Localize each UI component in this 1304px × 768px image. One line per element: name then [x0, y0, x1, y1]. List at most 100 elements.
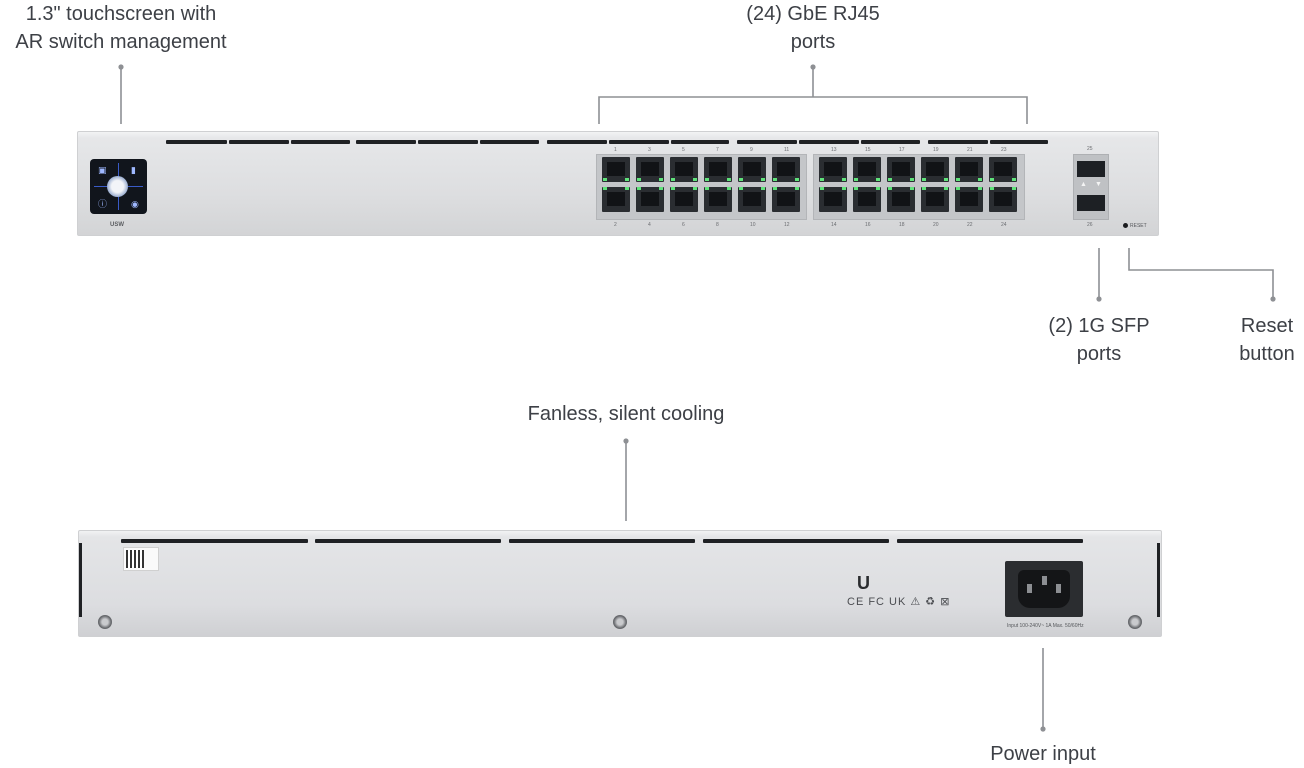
port-number-bottom: 12 — [784, 222, 790, 228]
port-number-bottom: 16 — [865, 222, 871, 228]
port-led-icon — [910, 187, 914, 190]
port-led-icon — [603, 178, 607, 181]
sfp-leader-dot — [1096, 296, 1102, 302]
rj45-port[interactable] — [670, 187, 698, 212]
rj45-port[interactable] — [921, 187, 949, 212]
port-led-icon — [978, 178, 982, 181]
port-number-bottom: 22 — [967, 222, 973, 228]
port-led-icon — [854, 178, 858, 181]
rj45-callout-line-2: ports — [790, 31, 836, 53]
sfp-arrow-icon: ▲ — [1080, 181, 1087, 188]
rj45-port[interactable] — [636, 187, 664, 212]
reset-callout-line-1: Reset — [1240, 315, 1294, 337]
power-pin — [1027, 584, 1032, 593]
power-rating-label: Input 100-240V~ 1A Max. 50/60Hz — [1007, 623, 1084, 629]
port-led-icon — [603, 187, 607, 190]
sfp-port-25[interactable] — [1077, 161, 1105, 177]
rj45-port[interactable] — [853, 187, 881, 212]
rj45-port[interactable] — [704, 187, 732, 212]
rj45-port[interactable] — [921, 157, 949, 182]
sfp-cage: ▲ ▼ — [1073, 154, 1109, 220]
port-led-icon — [773, 187, 777, 190]
port-number-bottom: 4 — [648, 222, 651, 228]
port-number-top: 13 — [831, 147, 837, 153]
port-led-icon — [727, 178, 731, 181]
sfp-port-26[interactable] — [1077, 195, 1105, 211]
rj45-port[interactable] — [819, 187, 847, 212]
front-vent — [418, 140, 478, 144]
port-number-top: 7 — [716, 147, 719, 153]
port-led-icon — [944, 187, 948, 190]
front-vent — [799, 140, 859, 144]
port-number-top: 3 — [648, 147, 651, 153]
port-led-icon — [842, 178, 846, 181]
touchscreen-display[interactable]: ▣ ▮ ⓘ ◉ — [90, 159, 147, 214]
model-label: USW — [110, 222, 124, 228]
front-vent — [609, 140, 669, 144]
port-led-icon — [659, 187, 663, 190]
sfp-number-25: 25 — [1087, 146, 1093, 152]
port-number-top: 23 — [1001, 147, 1007, 153]
rj45-port[interactable] — [772, 187, 800, 212]
port-led-icon — [637, 187, 641, 190]
settings-icon: ◉ — [131, 199, 139, 209]
rj45-port[interactable] — [738, 157, 766, 182]
rj45-port[interactable] — [887, 157, 915, 182]
touchscreen-leader-dot — [118, 64, 124, 70]
port-number-bottom: 20 — [933, 222, 939, 228]
rj45-port[interactable] — [636, 157, 664, 182]
rj45-bracket — [598, 96, 1028, 124]
port-led-icon — [739, 187, 743, 190]
front-vent — [480, 140, 539, 144]
serial-label — [123, 547, 159, 571]
port-led-icon — [944, 178, 948, 181]
rj45-port[interactable] — [853, 157, 881, 182]
port-led-icon — [888, 178, 892, 181]
rj45-port[interactable] — [670, 157, 698, 182]
rj45-callout-line-1: (24) GbE RJ45 — [746, 3, 880, 25]
reset-button[interactable] — [1123, 223, 1128, 228]
port-number-top: 19 — [933, 147, 939, 153]
power-inlet[interactable] — [1005, 561, 1083, 617]
power-leader-dot — [1040, 726, 1046, 732]
rj45-port[interactable] — [819, 157, 847, 182]
port-led-icon — [693, 178, 697, 181]
port-number-top: 11 — [784, 147, 790, 153]
rj45-port[interactable] — [989, 187, 1017, 212]
port-led-icon — [761, 187, 765, 190]
locate-icon — [107, 176, 128, 197]
rj45-port[interactable] — [738, 187, 766, 212]
front-vent — [547, 140, 607, 144]
power-socket-icon — [1018, 570, 1070, 608]
certification-marks: CE FC UK ⚠ ♻ ⊠ — [847, 596, 951, 608]
rj45-port[interactable] — [887, 187, 915, 212]
rj45-port[interactable] — [955, 187, 983, 212]
port-led-icon — [876, 187, 880, 190]
port-led-icon — [876, 178, 880, 181]
reset-label: RESET — [1130, 223, 1147, 229]
port-led-icon — [761, 178, 765, 181]
reset-leader — [1128, 248, 1274, 299]
port-number-bottom: 6 — [682, 222, 685, 228]
rj45-port[interactable] — [955, 157, 983, 182]
port-number-top: 5 — [682, 147, 685, 153]
port-led-icon — [773, 178, 777, 181]
port-led-icon — [637, 178, 641, 181]
port-led-icon — [820, 178, 824, 181]
port-number-bottom: 24 — [1001, 222, 1007, 228]
rear-vent — [121, 539, 308, 543]
rj45-port[interactable] — [602, 157, 630, 182]
rear-vent — [315, 539, 501, 543]
rj45-port[interactable] — [989, 157, 1017, 182]
rj45-port[interactable] — [772, 157, 800, 182]
rear-edge-right — [1157, 543, 1160, 617]
rj45-port[interactable] — [602, 187, 630, 212]
rj45-port[interactable] — [704, 157, 732, 182]
port-number-top: 15 — [865, 147, 871, 153]
power-callout: Power input — [953, 740, 1133, 768]
front-vent — [990, 140, 1048, 144]
switch-rear-panel: U CE FC UK ⚠ ♻ ⊠ Input 100-240V~ 1A Max.… — [78, 530, 1162, 637]
port-led-icon — [922, 187, 926, 190]
front-vent — [737, 140, 797, 144]
